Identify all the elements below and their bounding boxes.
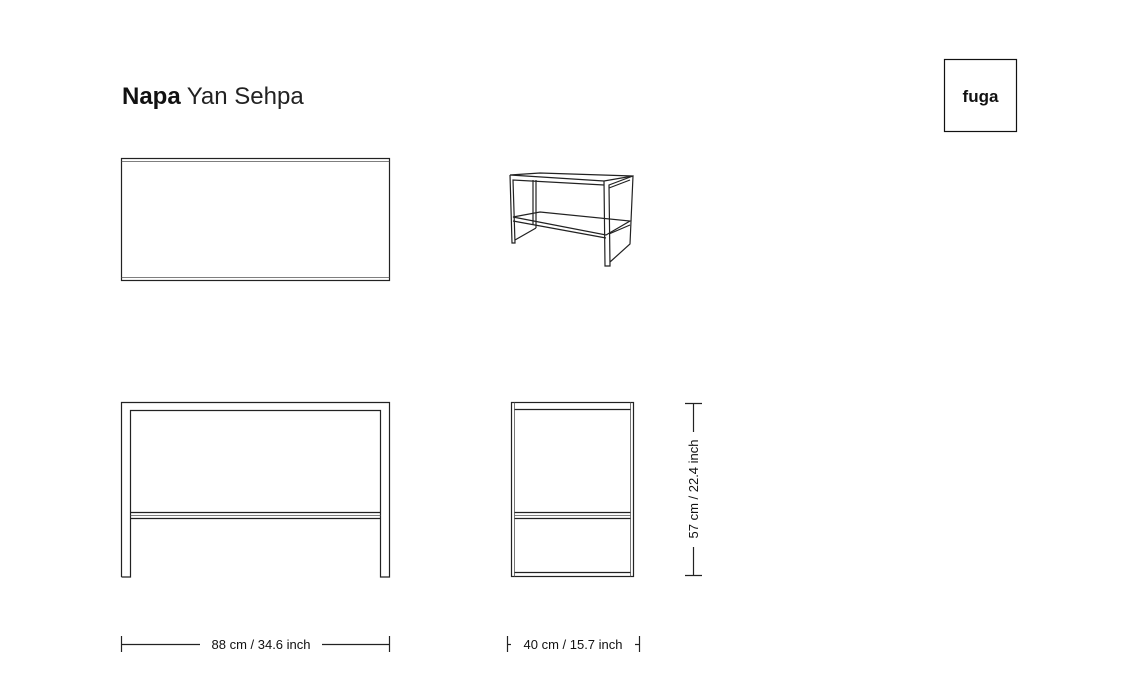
fuga-logo: fuga <box>943 58 1018 133</box>
top-view <box>120 157 391 282</box>
side-view <box>510 401 635 578</box>
svg-text:57 cm / 22.4 inch: 57 cm / 22.4 inch <box>686 440 701 539</box>
svg-text:40 cm / 15.7 inch: 40 cm / 15.7 inch <box>524 637 623 652</box>
depth-dimension: 40 cm / 15.7 inch <box>506 636 641 652</box>
height-dimension: 57 cm / 22.4 inch <box>685 402 702 577</box>
title-type: Yan Sehpa <box>187 83 305 110</box>
front-view <box>120 401 391 578</box>
svg-text:88 cm / 34.6 inch: 88 cm / 34.6 inch <box>212 637 311 652</box>
perspective-view <box>509 172 634 267</box>
title-name: Napa <box>122 83 181 110</box>
svg-text:fuga: fuga <box>963 87 999 106</box>
width-dimension: 88 cm / 34.6 inch <box>120 636 391 652</box>
